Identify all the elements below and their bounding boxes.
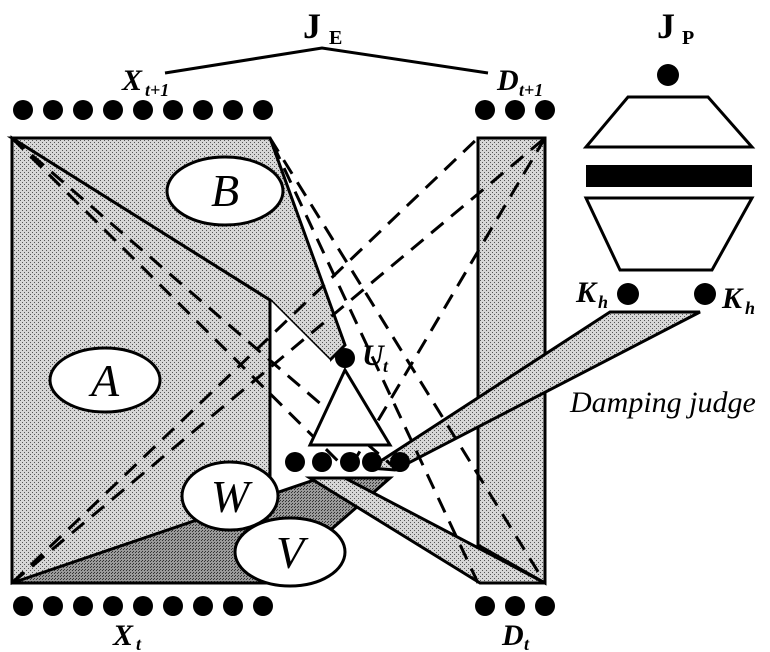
d-bottom-sub: t bbox=[524, 634, 530, 652]
damping-judge-label: Damping judge bbox=[569, 386, 756, 419]
jp-sub-text: P bbox=[682, 27, 694, 49]
d-top-sub: t+1 bbox=[519, 80, 543, 100]
label-a-text: A bbox=[88, 355, 120, 406]
je-connector-line bbox=[164, 46, 489, 75]
label-v-text: V bbox=[276, 527, 309, 578]
x-top-sub: t+1 bbox=[145, 80, 169, 100]
d-top-label: D t+1 bbox=[496, 64, 543, 100]
kh-left-main: K bbox=[575, 276, 598, 309]
jp-title: J P bbox=[657, 6, 694, 49]
je-sub-text: E bbox=[329, 27, 342, 49]
x-top-neurons bbox=[13, 100, 273, 120]
kh-left-sub: h bbox=[598, 292, 608, 312]
kh-left-label: K h bbox=[575, 276, 608, 312]
x-top-main: X bbox=[121, 64, 143, 97]
label-w-text: W bbox=[211, 471, 253, 522]
je-main-text: J bbox=[303, 6, 321, 46]
u-main: U bbox=[362, 339, 385, 372]
d-bottom-label: D t bbox=[501, 619, 530, 652]
kh-right-main: K bbox=[721, 282, 744, 315]
jp-output-neuron bbox=[657, 64, 679, 86]
u-sub: t bbox=[383, 356, 389, 376]
dashed-connections bbox=[10, 136, 547, 585]
u-triangle bbox=[307, 366, 393, 447]
kh-right-sub: h bbox=[745, 298, 755, 318]
x-bottom-neurons bbox=[13, 596, 273, 616]
x-top-label: X t+1 bbox=[121, 64, 169, 100]
u-neuron bbox=[335, 348, 355, 368]
middle-neurons bbox=[285, 452, 410, 472]
x-bottom-sub: t bbox=[136, 634, 142, 652]
kh-right-label: K h bbox=[721, 282, 755, 318]
d-bottom-main: D bbox=[501, 619, 524, 652]
je-title: J E bbox=[303, 6, 342, 49]
label-a-oval: A bbox=[48, 346, 162, 414]
jp-upper-trapezoid bbox=[582, 95, 756, 149]
label-w-oval: W bbox=[180, 460, 280, 532]
d-top-main: D bbox=[496, 64, 519, 97]
u-label: U t bbox=[362, 339, 389, 376]
x-bottom-label: X t bbox=[112, 619, 142, 652]
kh-left-neuron bbox=[617, 283, 639, 305]
label-b-text: B bbox=[211, 165, 239, 216]
d-bottom-neurons bbox=[475, 596, 555, 616]
label-b-oval: B bbox=[165, 155, 285, 227]
x-bottom-main: X bbox=[112, 619, 134, 652]
jp-lower-trapezoid bbox=[583, 196, 755, 272]
d-top-neurons bbox=[475, 100, 555, 120]
kh-right-neuron bbox=[694, 283, 716, 305]
jp-middle-bar bbox=[586, 165, 752, 187]
label-v-oval: V bbox=[233, 516, 347, 588]
jp-main-text: J bbox=[657, 6, 675, 46]
